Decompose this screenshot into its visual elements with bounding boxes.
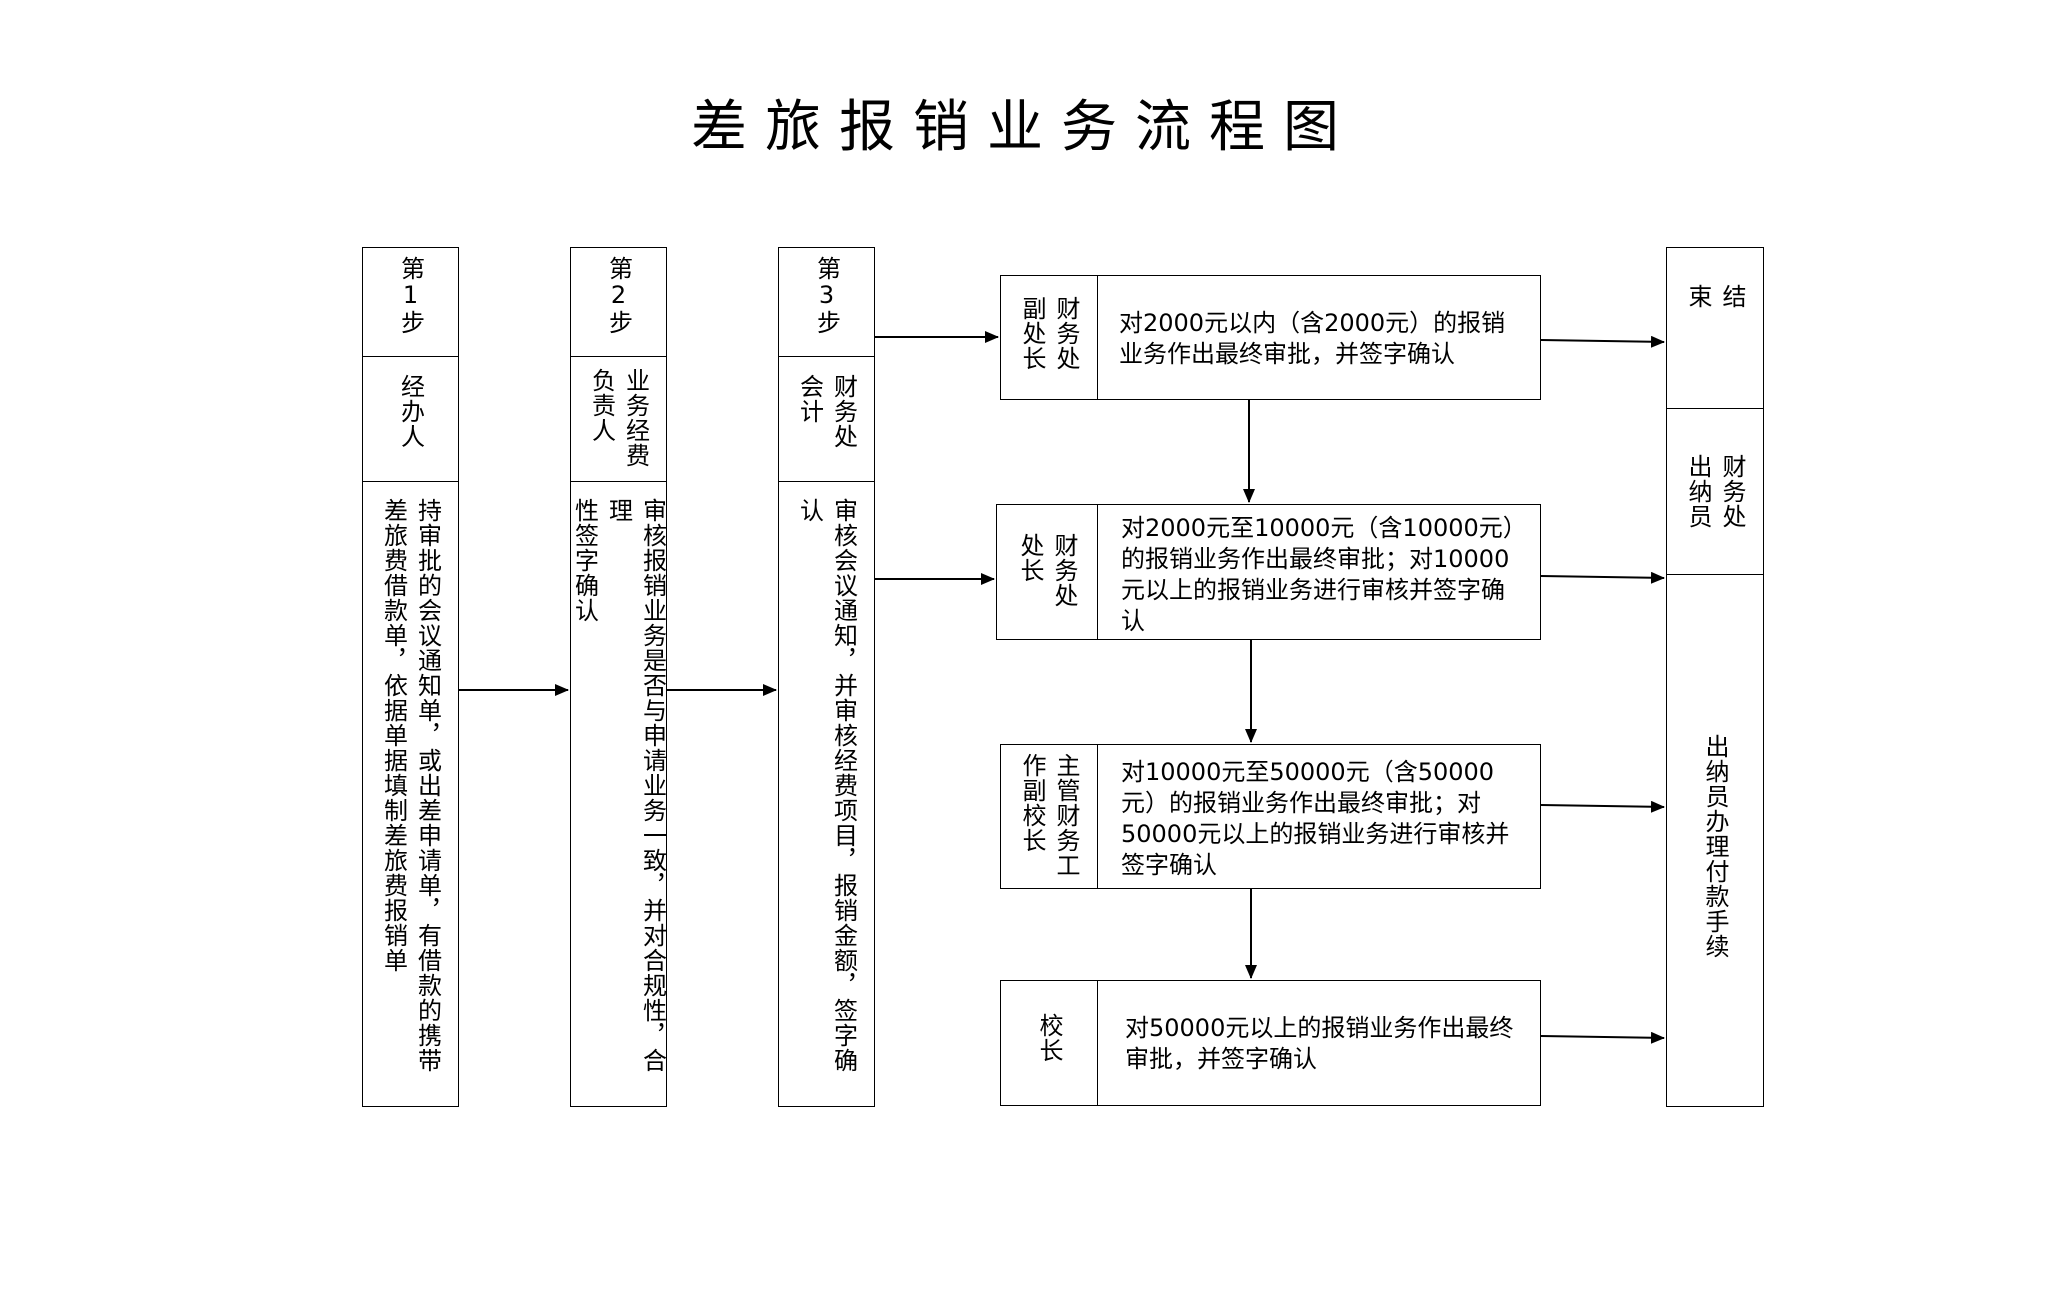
approval-vice-president-text: 对10000元至50000元（含50000元）的报销业务作出最终审批；对5000… (1121, 758, 1510, 879)
approval-president: 校长 对50000元以上的报销业务作出最终审批，并签字确认 (1000, 980, 1541, 1106)
approval-vice-director-role-line2: 副处长 (1018, 296, 1046, 371)
arrow-vice-president-to-end (1540, 800, 1665, 813)
step2-role-line2: 负责人 (587, 368, 616, 443)
end-header-text: 结束 (1684, 284, 1746, 334)
step3-role: 会计 财务处 (779, 374, 874, 474)
arrow-director-to-end (1540, 571, 1665, 584)
step1-desc: 持审批的会议通知单，或出差申请单，有借款的携带差旅费借款单，依据单据填制差旅费报… (367, 498, 454, 1098)
approval-director: 处长 财务处 对2000元至10000元（含10000元）的报销业务作出最终审批… (996, 504, 1541, 640)
approval-vice-president-role-line2: 作副校长 (1018, 753, 1046, 853)
step3-column: 第3步 会计 财务处 审核会议通知，并审核经费项目，报销金额，签字确认 (778, 247, 875, 1107)
arrow-vice-director-to-end (1540, 335, 1665, 348)
step1-column: 第1步 经办人 持审批的会议通知单，或出差申请单，有借款的携带差旅费借款单，依据… (362, 247, 459, 1107)
end-column: 结束 出纳员 财务处 出纳员办理付款手续 (1666, 247, 1764, 1107)
step2-desc: 性签字确认 审核报销业务是否与申请业务一致，并对合规性，合理 (571, 498, 667, 1098)
approval-vice-president-role-line1: 主管财务工 (1052, 753, 1080, 878)
end-role: 出纳员 财务处 (1667, 454, 1763, 564)
step3-desc-text: 审核会议通知，并审核经费项目，报销金额，签字确认 (795, 498, 858, 1073)
step2-header-text: 第2步 (604, 256, 633, 335)
step2-header: 第2步 (571, 256, 666, 356)
step1-role-text: 经办人 (396, 374, 425, 449)
approval-vice-director-role: 副处长 财务处 (1001, 296, 1097, 396)
step1-header: 第1步 (363, 256, 458, 356)
approval-vice-president-role: 作副校长 主管财务工 (1001, 753, 1097, 883)
approval-president-role: 校长 (1001, 1013, 1097, 1093)
approval-director-role-line1: 财务处 (1050, 533, 1078, 608)
end-desc: 出纳员办理付款手续 (1667, 734, 1763, 1034)
step3-header-text: 第3步 (812, 256, 841, 335)
step2-role: 负责人 业务经费 (571, 368, 666, 478)
step3-header: 第3步 (779, 256, 874, 356)
end-role-line2: 出纳员 (1684, 454, 1712, 529)
approval-vice-director-text: 对2000元以内（含2000元）的报销业务作出最终审批，并签字确认 (1119, 309, 1506, 368)
approval-vice-director-role-line1: 财务处 (1052, 296, 1080, 371)
step3-desc: 审核会议通知，并审核经费项目，报销金额，签字确认 (783, 498, 870, 1098)
end-desc-text: 出纳员办理付款手续 (1701, 734, 1729, 959)
step3-role-line1: 财务处 (829, 374, 858, 449)
approval-director-role: 处长 财务处 (997, 533, 1097, 633)
arrow-president-to-end (1540, 1031, 1665, 1044)
step3-role-line2: 会计 (795, 374, 824, 424)
step2-desc-line1: 审核报销业务是否与申请业务一致，并对合规性，合理 (604, 498, 667, 1073)
approval-director-role-line2: 处长 (1016, 533, 1044, 583)
end-role-line1: 财务处 (1718, 454, 1746, 529)
approval-president-role-text: 校长 (1035, 1013, 1063, 1063)
step1-header-text: 第1步 (396, 256, 425, 335)
page-title: 差旅报销业务流程图 (691, 95, 1357, 160)
end-header: 结束 (1667, 284, 1763, 374)
approval-vice-director: 副处长 财务处 对2000元以内（含2000元）的报销业务作出最终审批，并签字确… (1000, 275, 1541, 400)
step2-column: 第2步 负责人 业务经费 性签字确认 审核报销业务是否与申请业务一致，并对合规性… (570, 247, 667, 1107)
approval-vice-president: 作副校长 主管财务工 对10000元至50000元（含50000元）的报销业务作… (1000, 744, 1541, 889)
step1-role: 经办人 (363, 374, 458, 474)
approval-president-text: 对50000元以上的报销业务作出最终审批，并签字确认 (1125, 1014, 1514, 1073)
step2-role-line1: 业务经费 (621, 368, 650, 468)
step2-desc-line2: 性签字确认 (570, 498, 599, 623)
approval-director-text: 对2000元至10000元（含10000元）的报销业务作出最终审批；对10000… (1121, 514, 1515, 635)
step1-desc-text: 持审批的会议通知单，或出差申请单，有借款的携带差旅费借款单，依据单据填制差旅费报… (379, 498, 442, 1073)
